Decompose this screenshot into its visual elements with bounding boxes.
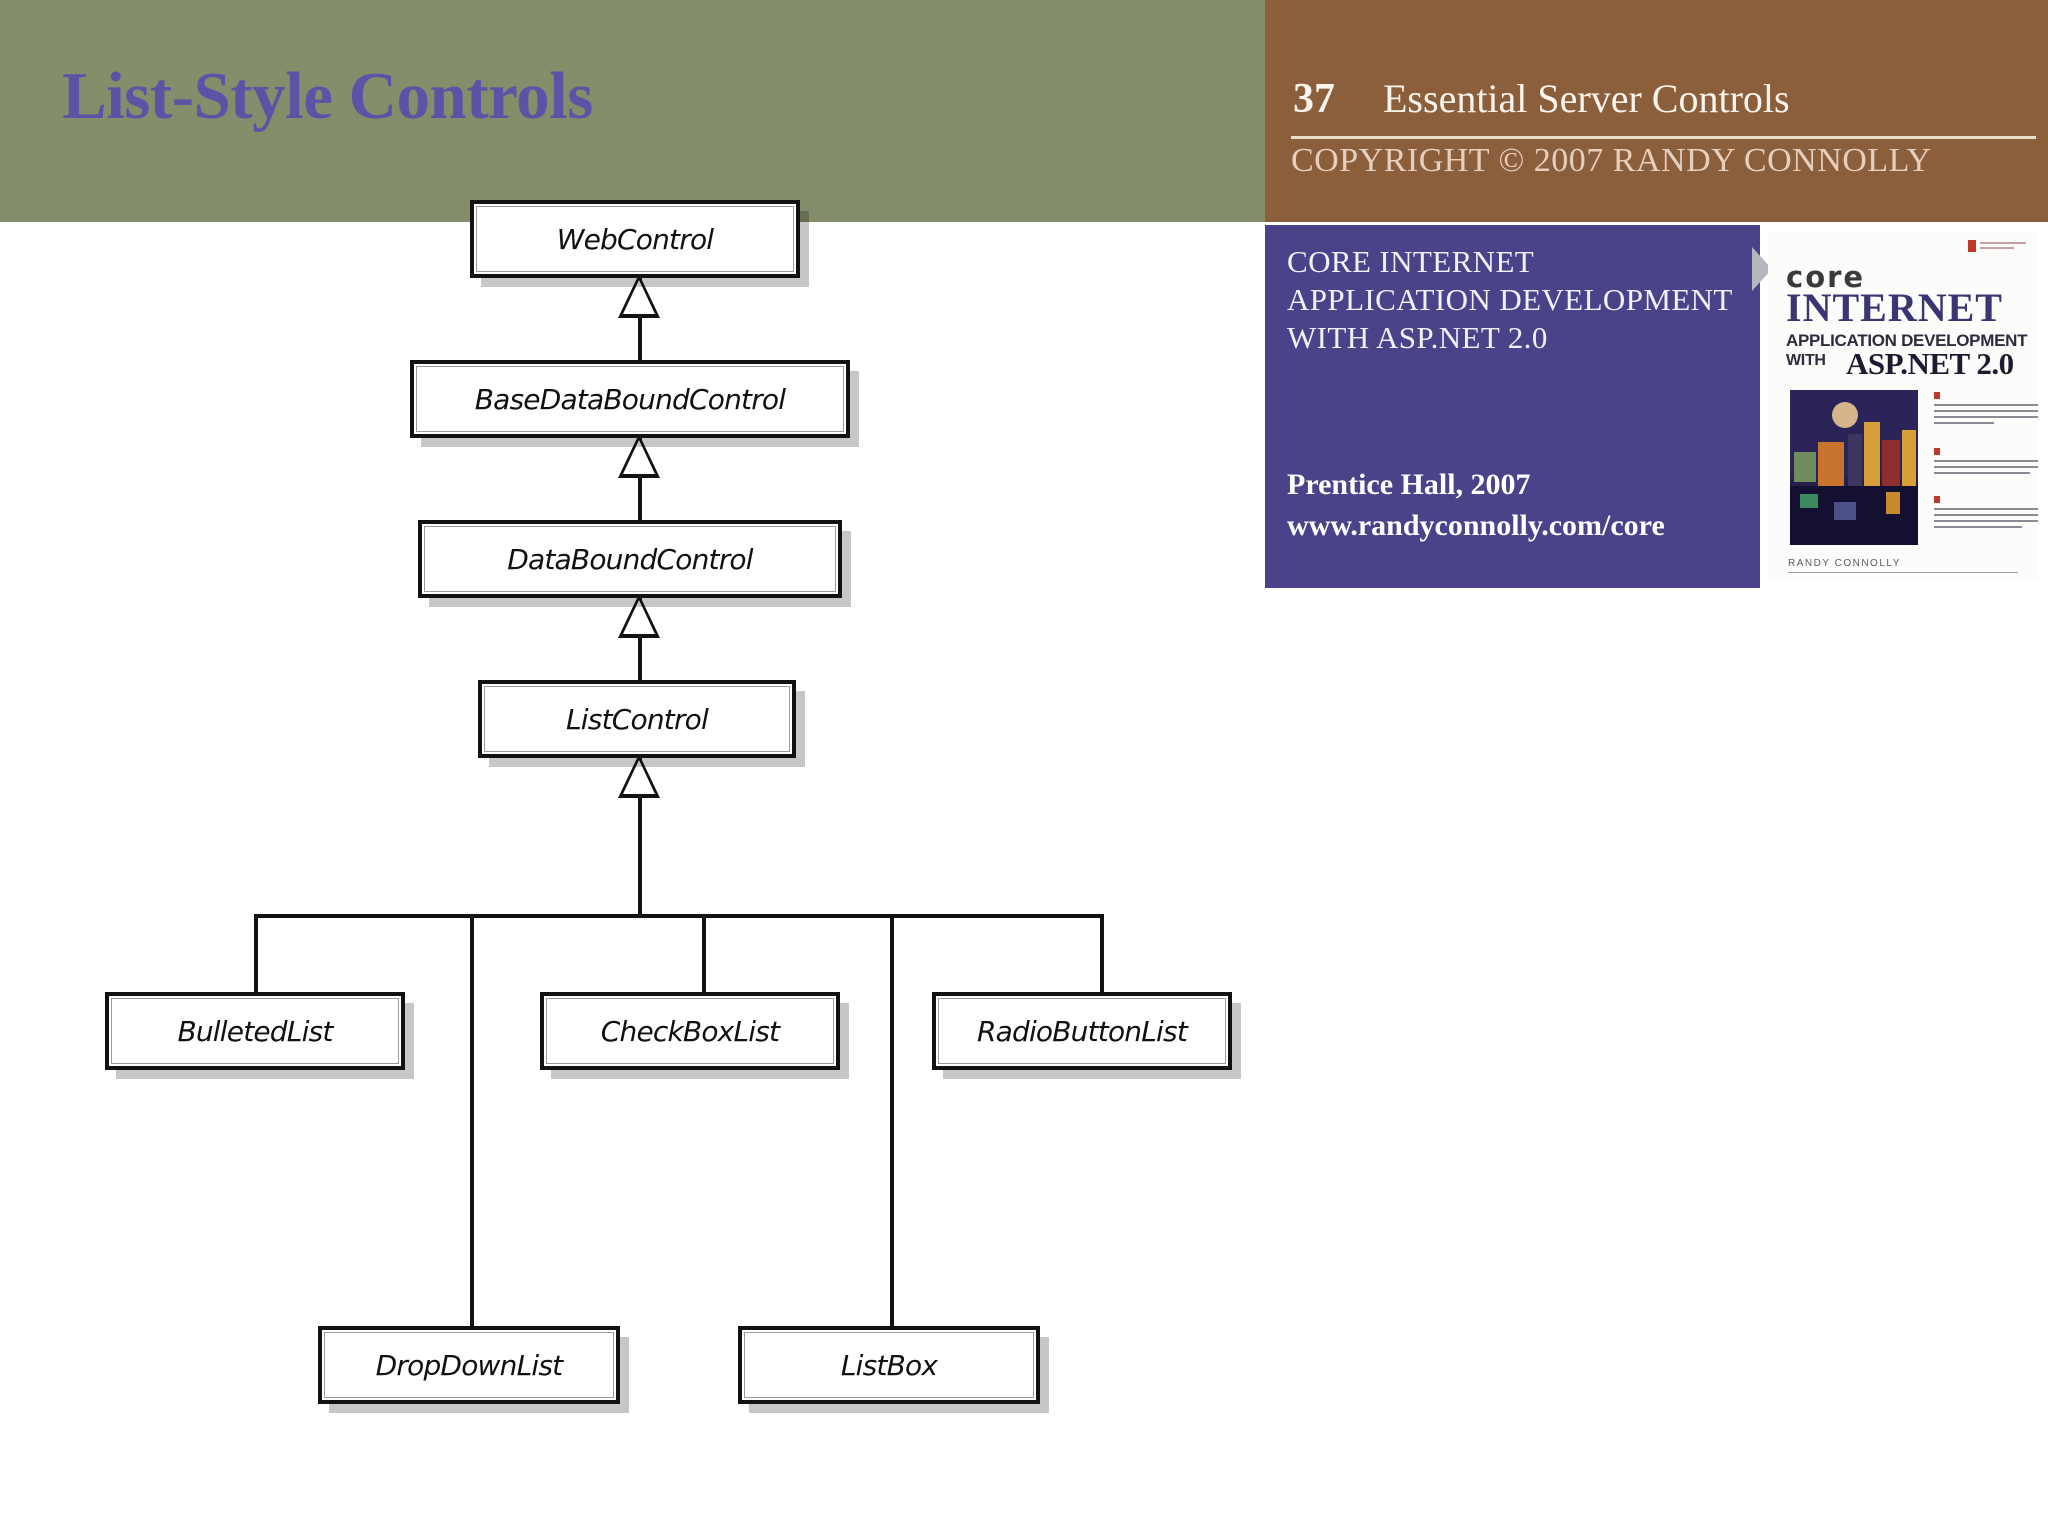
cover-author-divider (1788, 572, 2018, 573)
cover-appdev-text: APPLICATION DEVELOPMENT (1786, 331, 2028, 350)
class-node-listcontrol[interactable]: ListControl (478, 680, 796, 758)
cover-author-text: RANDY CONNOLLY (1788, 558, 1901, 569)
promo-website[interactable]: www.randyconnolly.com/core (1287, 508, 1665, 542)
copyright-notice: COPYRIGHT © 2007 RANDY CONNOLLY (1291, 142, 1932, 179)
header-green-band: List-Style Controls (0, 0, 1265, 222)
edge-listcontrol-trunk (638, 752, 642, 917)
class-node-label: BaseDataBoundControl (474, 382, 786, 416)
edge-drop-dropdownlist (470, 914, 474, 1326)
class-node-label: WebControl (556, 222, 714, 256)
edge-drop-radiobuttonlist (1100, 914, 1104, 994)
class-node-databoundcontrol[interactable]: DataBoundControl (418, 520, 842, 598)
edge-drop-listbox (890, 914, 894, 1326)
class-node-label: ListControl (566, 702, 709, 736)
promo-publisher-block: Prentice Hall, 2007 www.randyconnolly.co… (1287, 465, 1742, 546)
promo-publisher: Prentice Hall, 2007 (1287, 468, 1531, 501)
generalization-triangle-icon (618, 434, 660, 478)
generalization-triangle-icon (618, 594, 660, 638)
class-node-webcontrol[interactable]: WebControl (470, 200, 800, 278)
chapter-number: 37 (1293, 76, 1335, 122)
header-divider (1291, 136, 2036, 139)
class-node-radiobuttonlist[interactable]: RadioButtonList (932, 992, 1232, 1070)
header-brown-band: 37 Essential Server Controls COPYRIGHT ©… (1265, 0, 2048, 222)
cover-aspnet-text: ASP.NET 2.0 (1846, 346, 2014, 381)
edge-drop-bulletedlist (254, 914, 258, 994)
cover-core-text: core (1786, 260, 1866, 294)
class-node-label: DataBoundControl (507, 542, 753, 576)
generalization-triangle-icon (618, 754, 660, 798)
class-node-label: RadioButtonList (976, 1014, 1188, 1048)
class-node-label: DropDownList (375, 1348, 563, 1382)
class-node-label: BulletedList (177, 1014, 333, 1048)
right-triangle-icon (1752, 247, 1772, 291)
edge-drop-checkboxlist (702, 914, 706, 994)
class-hierarchy-diagram: WebControl BaseDataBoundControl DataBoun… (0, 200, 1265, 1536)
class-node-checkboxlist[interactable]: CheckBoxList (540, 992, 840, 1070)
page-title: List-Style Controls (62, 59, 593, 133)
publisher-badge-icon (1968, 238, 2028, 254)
slide-header: List-Style Controls 37 Essential Server … (0, 0, 2048, 222)
class-node-dropdownlist[interactable]: DropDownList (318, 1326, 620, 1404)
chapter-line: 37 Essential Server Controls (1293, 78, 2033, 120)
class-node-label: ListBox (840, 1348, 938, 1382)
class-node-bulletedlist[interactable]: BulletedList (105, 992, 405, 1070)
class-node-listbox[interactable]: ListBox (738, 1326, 1040, 1404)
class-node-label: CheckBoxList (600, 1014, 780, 1048)
edge-branch-bus (254, 914, 1104, 918)
cover-internet-text: INTERNET (1786, 285, 2003, 330)
generalization-triangle-icon (618, 274, 660, 318)
cover-with-text: WITH (1786, 352, 1826, 369)
cover-cityscape-photo (1790, 390, 1918, 545)
book-cover-image: core INTERNET APPLICATION DEVELOPMENT WI… (1768, 232, 2038, 580)
book-promo-panel: CORE INTERNET APPLICATION DEVELOPMENT WI… (1265, 225, 1760, 588)
chapter-name: Essential Server Controls (1383, 76, 1790, 121)
promo-book-title: CORE INTERNET APPLICATION DEVELOPMENT WI… (1287, 244, 1733, 355)
class-node-basedataboundcontrol[interactable]: BaseDataBoundControl (410, 360, 850, 438)
